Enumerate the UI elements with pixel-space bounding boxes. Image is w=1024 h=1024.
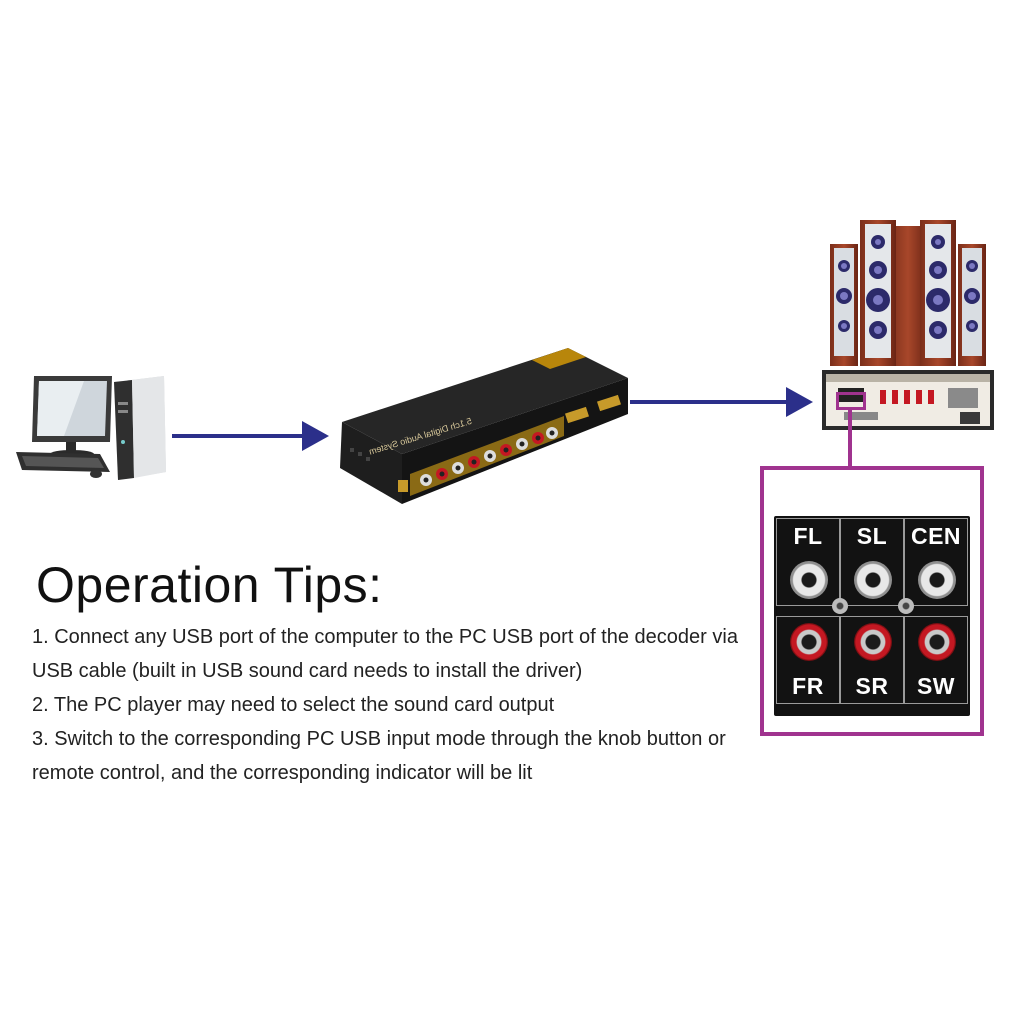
rca-jack-white bbox=[918, 561, 956, 599]
panel-connector-line bbox=[848, 408, 852, 468]
jack-label-sr: SR bbox=[855, 673, 889, 699]
jack-label-sw: SW bbox=[916, 673, 956, 699]
amplifier-icon bbox=[822, 370, 994, 430]
tip-item: 3. Switch to the corresponding PC USB in… bbox=[32, 728, 726, 784]
jack-label-sl: SL bbox=[856, 523, 888, 549]
arrow-head-left bbox=[302, 421, 329, 451]
panel-screw bbox=[898, 598, 914, 614]
arrow-head-right bbox=[786, 387, 813, 417]
jack-cell-fl: FL bbox=[776, 518, 840, 606]
jack-panel-zoom: FL SL CEN FR SR SW bbox=[760, 466, 984, 736]
jack-cell-sl: SL bbox=[840, 518, 904, 606]
rca-jack-red bbox=[918, 623, 956, 661]
jack-cell-sr: SR bbox=[840, 616, 904, 704]
jack-cell-cen: CEN bbox=[904, 518, 968, 606]
tip-item: 1. Connect any USB port of the computer … bbox=[32, 626, 738, 682]
page-title: Operation Tips: bbox=[36, 557, 383, 613]
jack-panel-inner: FL SL CEN FR SR SW bbox=[774, 516, 970, 716]
rca-jack-red bbox=[790, 623, 828, 661]
connection-arrow-right bbox=[630, 400, 790, 404]
jack-cell-fr: FR bbox=[776, 616, 840, 704]
speaker-tower-icon bbox=[830, 220, 986, 366]
jack-label-cen: CEN bbox=[910, 523, 962, 549]
rca-jack-red bbox=[854, 623, 892, 661]
jack-label-fr: FR bbox=[792, 673, 824, 699]
tips-list: 1. Connect any USB port of the computer … bbox=[32, 620, 742, 790]
connection-arrow-left bbox=[172, 434, 306, 438]
audio-decoder-device: 5.1ch Digital Audio System bbox=[340, 348, 628, 504]
jack-cell-sw: SW bbox=[904, 616, 968, 704]
rca-jack-white bbox=[790, 561, 828, 599]
jack-label-fl: FL bbox=[793, 523, 823, 549]
desktop-computer-icon bbox=[16, 376, 166, 480]
rca-jack-white bbox=[854, 561, 892, 599]
panel-screw bbox=[832, 598, 848, 614]
tip-item: 2. The PC player may need to select the … bbox=[32, 694, 555, 716]
